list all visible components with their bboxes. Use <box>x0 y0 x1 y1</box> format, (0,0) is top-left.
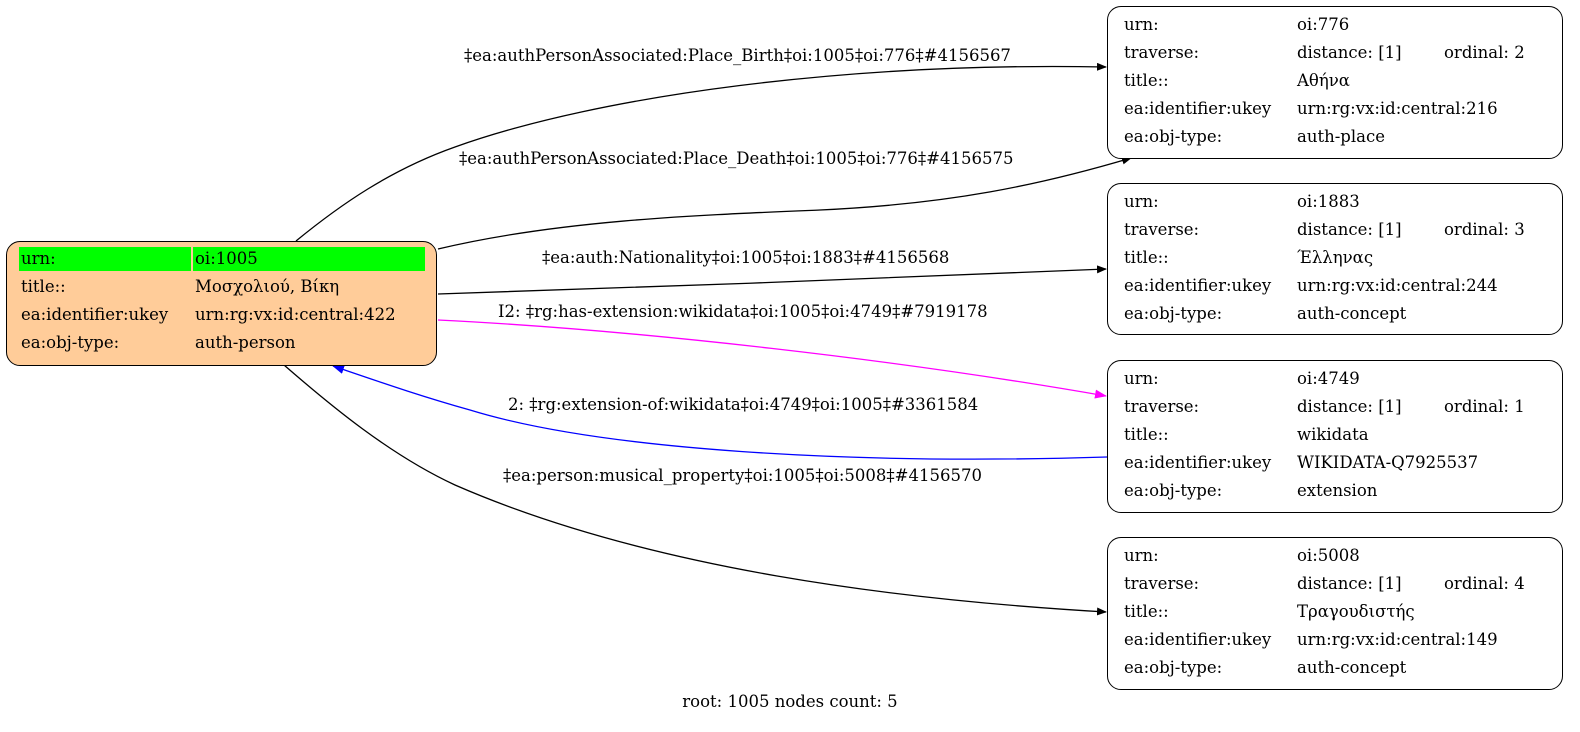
root-key-ukey: ea:identifier:ukey <box>21 305 169 324</box>
value-distance: distance: [1] <box>1297 220 1402 239</box>
key-traverse: traverse: <box>1124 397 1200 416</box>
edge-place-birth[interactable] <box>295 62 1107 242</box>
key-traverse: traverse: <box>1124 43 1200 62</box>
root-row-obj-type: ea:obj-type: auth-person <box>7 331 436 357</box>
root-value-ukey: urn:rg:vx:id:central:422 <box>195 305 396 324</box>
value-ukey: urn:rg:vx:id:central:149 <box>1297 630 1498 649</box>
value-ukey: urn:rg:vx:id:central:244 <box>1297 276 1498 295</box>
edge-label-nationality: ‡ea:auth:Nationality‡oi:1005‡oi:1883‡#41… <box>542 248 950 267</box>
value-ordinal: ordinal: 4 <box>1444 574 1525 593</box>
key-title: title:: <box>1124 71 1169 90</box>
root-row-ukey: ea:identifier:ukey urn:rg:vx:id:central:… <box>7 303 436 329</box>
value-title: Έλληνας <box>1297 248 1374 267</box>
key-traverse: traverse: <box>1124 574 1200 593</box>
edge-nationality[interactable] <box>437 265 1107 295</box>
value-title: Τραγουδιστής <box>1297 602 1415 621</box>
graph-footer: root: 1005 nodes count: 5 <box>682 692 898 711</box>
key-obj-type: ea:obj-type: <box>1124 658 1223 677</box>
node-oi-1883[interactable]: urn: oi:1883 traverse: distance: [1] ordina… <box>1107 183 1563 335</box>
value-obj-type: auth-concept <box>1297 304 1407 323</box>
key-obj-type: ea:obj-type: <box>1124 481 1223 500</box>
key-title: title:: <box>1124 248 1169 267</box>
root-value-title: Μοσχολιού, Βίκη <box>195 277 340 296</box>
value-obj-type: auth-concept <box>1297 658 1407 677</box>
key-obj-type: ea:obj-type: <box>1124 304 1223 323</box>
key-ukey: ea:identifier:ukey <box>1124 99 1272 118</box>
key-ukey: ea:identifier:ukey <box>1124 630 1272 649</box>
key-urn: urn: <box>1124 15 1159 34</box>
value-distance: distance: [1] <box>1297 397 1402 416</box>
edge-label-place-death: ‡ea:authPersonAssociated:Place_Death‡oi:… <box>459 149 1014 168</box>
value-urn: oi:4749 <box>1297 369 1360 388</box>
key-ukey: ea:identifier:ukey <box>1124 453 1272 472</box>
value-distance: distance: [1] <box>1297 43 1402 62</box>
key-obj-type: ea:obj-type: <box>1124 127 1223 146</box>
value-ukey: urn:rg:vx:id:central:216 <box>1297 99 1498 118</box>
root-key-title: title:: <box>21 277 66 296</box>
edge-extension-of[interactable] <box>332 365 1108 460</box>
value-obj-type: auth-place <box>1297 127 1385 146</box>
node-oi-776[interactable]: urn: oi:776 traverse: distance: [1] ordinal… <box>1107 6 1563 159</box>
edge-place-death[interactable] <box>437 156 1132 250</box>
key-urn: urn: <box>1124 546 1159 565</box>
node-oi-4749[interactable]: urn: oi:4749 traverse: distance: [1] ordina… <box>1107 360 1563 513</box>
root-key-urn: urn: <box>19 247 191 271</box>
edge-musical-property[interactable] <box>283 364 1107 616</box>
key-title: title:: <box>1124 602 1169 621</box>
key-urn: urn: <box>1124 369 1159 388</box>
root-key-obj-type: ea:obj-type: <box>21 333 120 352</box>
edge-label-musical-property: ‡ea:person:musical_property‡oi:1005‡oi:5… <box>503 466 982 485</box>
edge-has-extension[interactable] <box>437 319 1107 399</box>
root-row-title: title:: Μοσχολιού, Βίκη <box>7 275 436 301</box>
root-node[interactable]: urn: oi:1005 title:: Μοσχολιού, Βίκη ea:… <box>6 241 437 366</box>
value-ordinal: ordinal: 2 <box>1444 43 1525 62</box>
key-title: title:: <box>1124 425 1169 444</box>
edge-label-place-birth: ‡ea:authPersonAssociated:Place_Birth‡oi:… <box>464 46 1011 65</box>
value-distance: distance: [1] <box>1297 574 1402 593</box>
value-ukey: WIKIDATA-Q7925537 <box>1297 453 1479 472</box>
edge-label-extension-of: 2: ‡rg:extension-of:wikidata‡oi:4749‡oi:… <box>508 395 979 414</box>
value-urn: oi:776 <box>1297 15 1350 34</box>
value-title: wikidata <box>1297 425 1369 444</box>
node-oi-5008[interactable]: urn: oi:5008 traverse: distance: [1] ordina… <box>1107 537 1563 690</box>
key-ukey: ea:identifier:ukey <box>1124 276 1272 295</box>
root-value-obj-type: auth-person <box>195 333 296 352</box>
value-urn: oi:5008 <box>1297 546 1360 565</box>
value-ordinal: ordinal: 1 <box>1444 397 1525 416</box>
key-urn: urn: <box>1124 192 1159 211</box>
root-value-urn: oi:1005 <box>193 247 425 271</box>
value-obj-type: extension <box>1297 481 1378 500</box>
edge-label-has-extension: I2: ‡rg:has-extension:wikidata‡oi:1005‡o… <box>498 302 988 321</box>
key-traverse: traverse: <box>1124 220 1200 239</box>
root-row-urn: urn: oi:1005 <box>7 247 436 273</box>
value-title: Αθήνα <box>1297 71 1350 90</box>
value-ordinal: ordinal: 3 <box>1444 220 1525 239</box>
value-urn: oi:1883 <box>1297 192 1360 211</box>
